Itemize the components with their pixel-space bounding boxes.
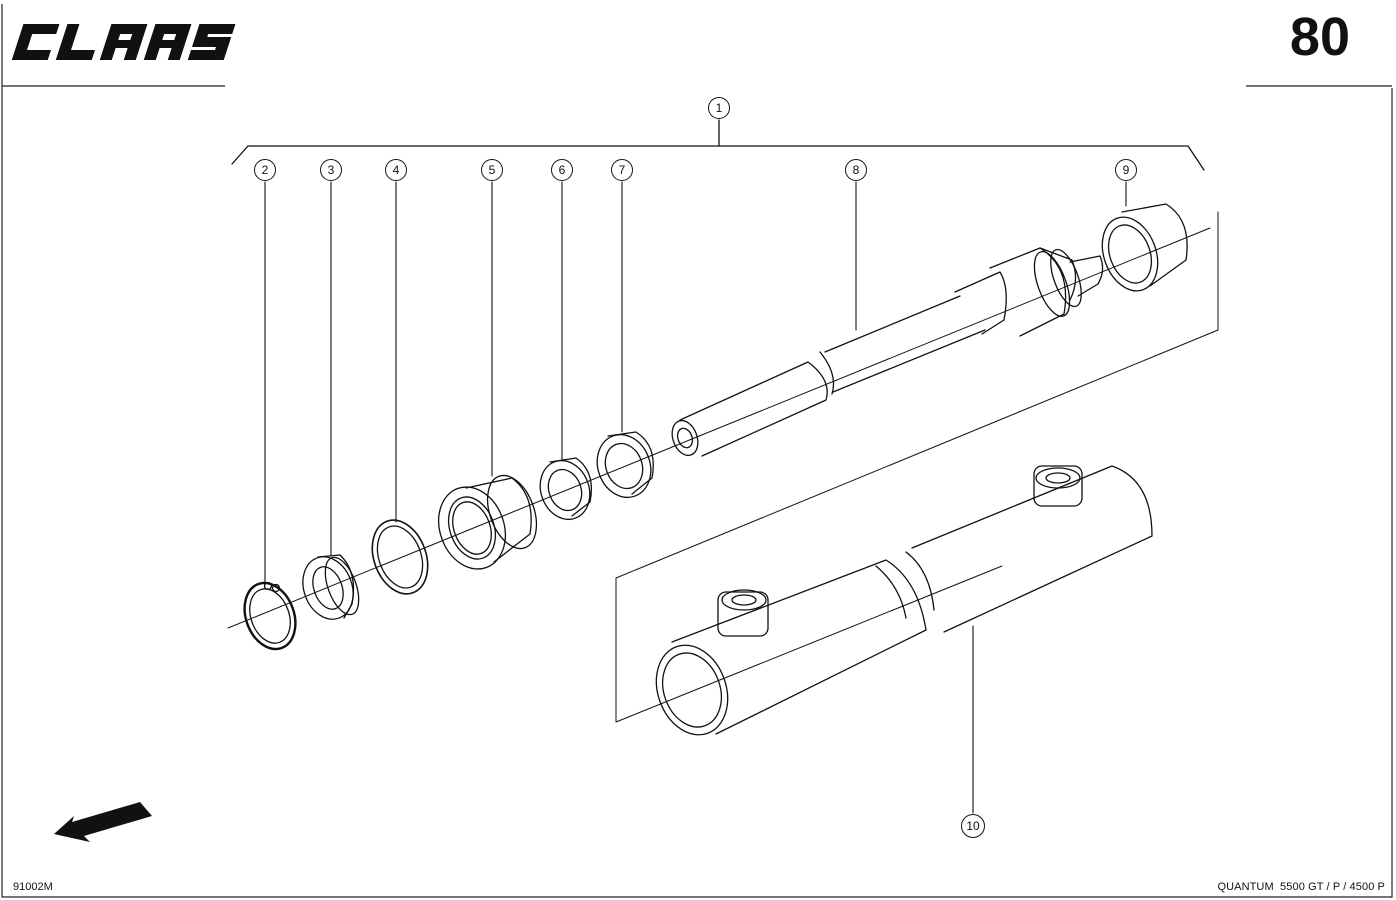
drawing-code: 91002M <box>13 881 53 893</box>
callout-2: 2 <box>254 159 276 181</box>
assembly-bracket <box>231 119 1205 171</box>
callout-1: 1 <box>708 97 730 119</box>
guide-bushing-part <box>438 474 538 570</box>
rod-seal-part <box>539 457 593 521</box>
callout-9: 9 <box>1115 159 1137 181</box>
page-number: 80 <box>1289 7 1350 67</box>
group-boundary <box>615 211 1219 723</box>
snap-ring-part <box>243 581 297 651</box>
callout-7: 7 <box>611 159 633 181</box>
piston-rod-part <box>671 247 1104 457</box>
callout-10: 10 <box>961 814 985 838</box>
axis-line <box>227 227 1211 629</box>
arrow-down-left-icon <box>54 802 152 842</box>
wear-ring-part <box>596 431 654 499</box>
model-label: QUANTUM 5500 GT / P / 4500 P <box>1217 881 1385 893</box>
callout-5: 5 <box>481 159 503 181</box>
callout-4: 4 <box>385 159 407 181</box>
callout-3: 3 <box>320 159 342 181</box>
brand-logo <box>6 10 238 70</box>
callout-6: 6 <box>551 159 573 181</box>
callout-8: 8 <box>845 159 867 181</box>
piston-part <box>1101 203 1188 292</box>
scraper-ring-part <box>302 554 360 620</box>
leader-lines <box>264 181 1127 814</box>
o-ring-part <box>371 519 429 595</box>
cylinder-tube-part <box>655 465 1153 736</box>
